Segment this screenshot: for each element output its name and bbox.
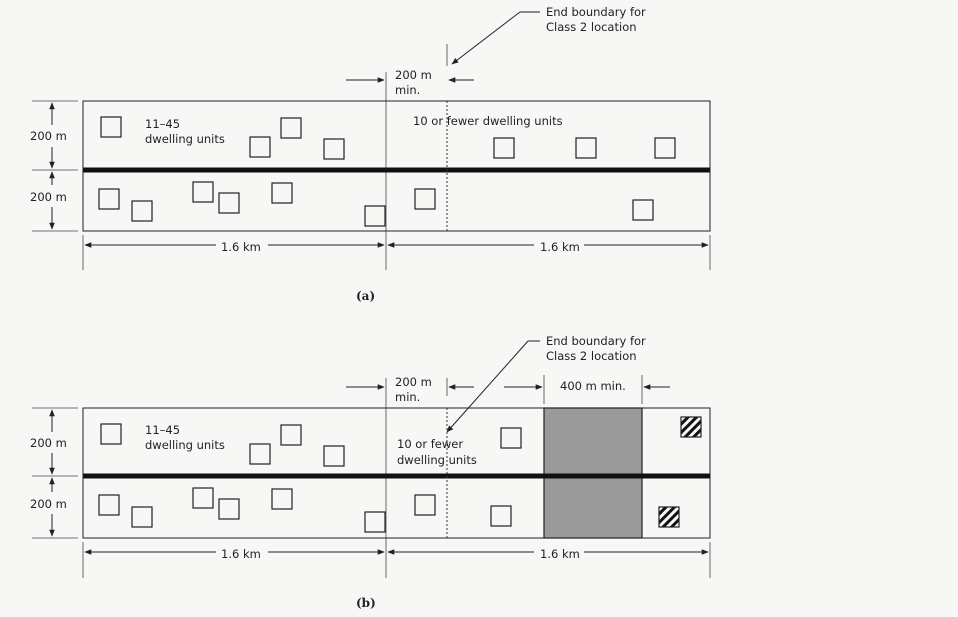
dwelling-unit bbox=[323, 445, 345, 467]
dwelling-unit bbox=[364, 511, 386, 533]
dwelling-unit bbox=[100, 116, 122, 138]
hatched-building bbox=[680, 416, 702, 438]
dwelling-unit bbox=[271, 182, 293, 204]
dwelling-unit bbox=[131, 200, 153, 222]
left-label-1-b: 11–45 bbox=[145, 423, 180, 437]
gap2-label-b: 400 m min. bbox=[560, 379, 626, 393]
dwelling-unit bbox=[249, 443, 271, 465]
left-label-1-a: 11–45 bbox=[145, 117, 180, 131]
callout-line-1-a: End boundary for bbox=[546, 5, 646, 19]
dwelling-unit bbox=[280, 117, 302, 139]
caption-a: (a) bbox=[356, 289, 375, 303]
panel-a: End boundary for Class 2 location 200 m … bbox=[30, 5, 711, 303]
dwelling-unit bbox=[98, 494, 120, 516]
dwelling-unit bbox=[654, 137, 676, 159]
gap-label-2-a: min. bbox=[395, 83, 420, 97]
right-label-1-a: 10 or fewer dwelling units bbox=[413, 114, 563, 128]
len-left-label-a: 1.6 km bbox=[221, 240, 261, 254]
strip-outline-a bbox=[82, 100, 711, 232]
right-label-1-b: 10 or fewer bbox=[397, 437, 463, 451]
dwelling-unit bbox=[323, 138, 345, 160]
dwelling-unit bbox=[500, 427, 522, 449]
gap-label-1-a: 200 m bbox=[395, 68, 432, 82]
dwelling-unit bbox=[414, 188, 436, 210]
dim-top-label-a: 200 m bbox=[30, 129, 67, 143]
caption-b: (b) bbox=[356, 596, 376, 610]
left-label-2-a: dwelling units bbox=[145, 132, 225, 146]
gap-label-2-b: min. bbox=[395, 390, 420, 404]
len-left-label-b: 1.6 km bbox=[221, 547, 261, 561]
panel-b: End boundary for Class 2 location 200 m … bbox=[30, 334, 711, 610]
dim-bottom-label-a: 200 m bbox=[30, 190, 67, 204]
dwelling-unit bbox=[414, 494, 436, 516]
hatched-building bbox=[658, 506, 680, 528]
left-label-2-b: dwelling units bbox=[145, 438, 225, 452]
callout-line-1-b: End boundary for bbox=[546, 334, 646, 348]
dwelling-unit bbox=[280, 424, 302, 446]
len-right-label-a: 1.6 km bbox=[540, 240, 580, 254]
dim-bottom-label-b: 200 m bbox=[30, 497, 67, 511]
dwelling-unit bbox=[493, 137, 515, 159]
dwelling-unit bbox=[575, 137, 597, 159]
dim-top-label-b: 200 m bbox=[30, 436, 67, 450]
dwelling-unit bbox=[192, 181, 214, 203]
callout-line-2-b: Class 2 location bbox=[546, 349, 637, 363]
buffer-zone-b bbox=[543, 407, 643, 539]
callout-arrow-a bbox=[451, 11, 521, 65]
gap-label-1-b: 200 m bbox=[395, 375, 432, 389]
dwelling-unit bbox=[249, 136, 271, 158]
dwelling-unit bbox=[218, 192, 240, 214]
dwelling-unit bbox=[632, 199, 654, 221]
right-label-2-b: dwelling units bbox=[397, 453, 477, 467]
dwelling-unit bbox=[192, 487, 214, 509]
dwelling-unit bbox=[490, 505, 512, 527]
dwelling-unit bbox=[100, 423, 122, 445]
dwelling-unit bbox=[98, 188, 120, 210]
dwelling-unit bbox=[131, 506, 153, 528]
dwelling-unit bbox=[218, 498, 240, 520]
len-right-label-b: 1.6 km bbox=[540, 547, 580, 561]
callout-line-2-a: Class 2 location bbox=[546, 20, 637, 34]
strip-outline-b bbox=[82, 407, 711, 539]
dwelling-unit bbox=[364, 205, 386, 227]
callout-arrow-b bbox=[446, 340, 529, 433]
dwelling-unit bbox=[271, 488, 293, 510]
